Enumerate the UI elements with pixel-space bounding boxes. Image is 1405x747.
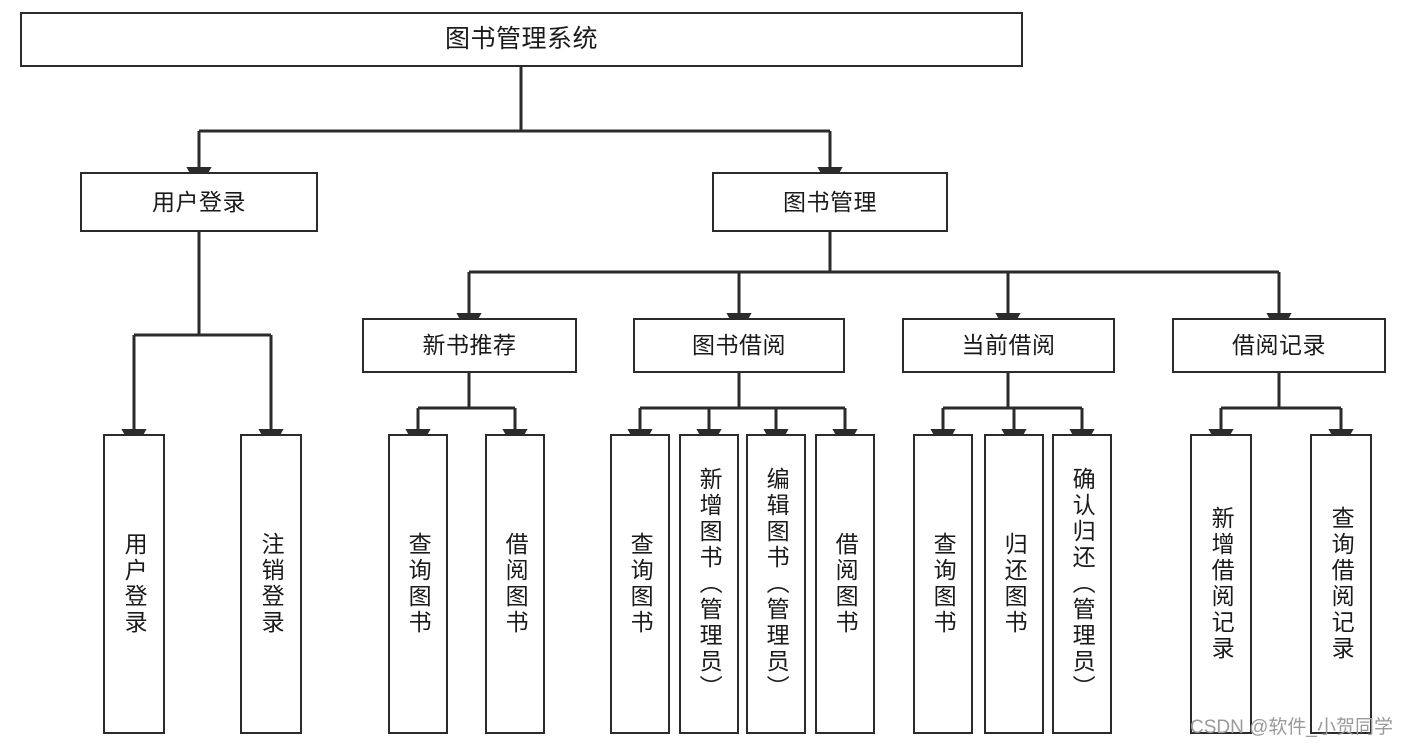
node-leaf-confirm-return-admin-label: 确认归还（管理员） bbox=[1069, 467, 1096, 701]
node-book-manage-label: 图书管理 bbox=[783, 188, 877, 215]
node-user-login[interactable]: 用户登录 bbox=[80, 172, 318, 232]
node-leaf-edit-book-admin-label: 编辑图书（管理员） bbox=[763, 467, 790, 701]
node-new-book-recommend-label: 新书推荐 bbox=[422, 332, 517, 359]
node-borrow-record[interactable]: 借阅记录 bbox=[1172, 318, 1386, 373]
node-book-borrow[interactable]: 图书借阅 bbox=[633, 318, 845, 373]
node-leaf-confirm-return-admin[interactable]: 确认归还（管理员） bbox=[1052, 434, 1112, 734]
node-leaf-return-book[interactable]: 归还图书 bbox=[984, 434, 1044, 734]
node-leaf-borrow-book-1[interactable]: 借阅图书 bbox=[485, 434, 545, 734]
node-user-login-label: 用户登录 bbox=[152, 188, 246, 215]
node-leaf-query-book-2[interactable]: 查询图书 bbox=[610, 434, 670, 734]
node-new-book-recommend[interactable]: 新书推荐 bbox=[362, 318, 577, 373]
node-leaf-return-book-label: 归还图书 bbox=[1001, 532, 1028, 636]
connector-group bbox=[121, 67, 1354, 452]
node-leaf-user-logout[interactable]: 注销登录 bbox=[240, 434, 302, 734]
node-current-borrow-label: 当前借阅 bbox=[961, 332, 1056, 359]
node-root[interactable]: 图书管理系统 bbox=[20, 12, 1023, 67]
node-book-manage[interactable]: 图书管理 bbox=[712, 172, 948, 232]
node-leaf-query-borrow-record[interactable]: 查询借阅记录 bbox=[1310, 434, 1372, 734]
node-leaf-user-login-label: 用户登录 bbox=[121, 532, 148, 636]
node-leaf-query-book-2-label: 查询图书 bbox=[627, 532, 654, 636]
node-borrow-record-label: 借阅记录 bbox=[1232, 332, 1326, 359]
node-leaf-borrow-book-2[interactable]: 借阅图书 bbox=[815, 434, 875, 734]
node-root-label: 图书管理系统 bbox=[444, 25, 598, 54]
node-leaf-user-login[interactable]: 用户登录 bbox=[103, 434, 165, 734]
node-leaf-query-book-1-label: 查询图书 bbox=[405, 532, 432, 636]
node-leaf-borrow-book-1-label: 借阅图书 bbox=[502, 532, 529, 636]
node-leaf-edit-book-admin[interactable]: 编辑图书（管理员） bbox=[746, 434, 806, 734]
node-leaf-add-borrow-record[interactable]: 新增借阅记录 bbox=[1190, 434, 1252, 734]
node-leaf-query-book-3[interactable]: 查询图书 bbox=[913, 434, 973, 734]
node-leaf-query-book-3-label: 查询图书 bbox=[930, 532, 957, 636]
node-leaf-borrow-book-2-label: 借阅图书 bbox=[832, 532, 859, 636]
node-leaf-user-logout-label: 注销登录 bbox=[258, 532, 285, 636]
node-leaf-add-borrow-record-label: 新增借阅记录 bbox=[1208, 506, 1235, 662]
node-leaf-query-book-1[interactable]: 查询图书 bbox=[388, 434, 448, 734]
node-current-borrow[interactable]: 当前借阅 bbox=[902, 318, 1115, 373]
node-leaf-add-book-admin-label: 新增图书（管理员） bbox=[696, 467, 723, 701]
node-leaf-add-book-admin[interactable]: 新增图书（管理员） bbox=[679, 434, 739, 734]
node-book-borrow-label: 图书借阅 bbox=[692, 332, 786, 359]
node-leaf-query-borrow-record-label: 查询借阅记录 bbox=[1328, 506, 1355, 662]
